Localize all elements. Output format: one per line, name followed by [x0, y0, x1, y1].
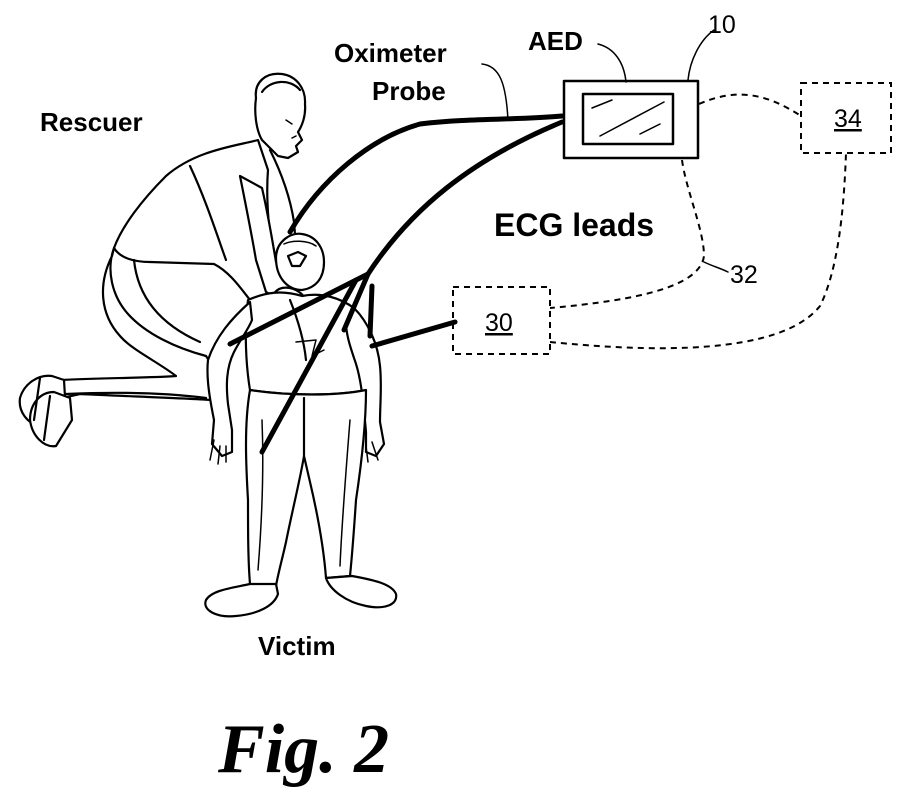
label-oximeter-line2: Probe: [372, 76, 446, 106]
label-oximeter-line1: Oximeter: [334, 38, 447, 68]
label-victim: Victim: [258, 631, 336, 661]
ref-numeral-10: 10: [708, 11, 736, 39]
label-aed: AED: [528, 26, 583, 56]
ref-numeral-30: 30: [485, 309, 513, 337]
leader-aed: [598, 44, 626, 82]
link-30-to-34: [550, 153, 846, 348]
link-aed-to-34: [699, 95, 801, 116]
label-ecg-leads: ECG leads: [494, 207, 654, 243]
label-rescuer: Rescuer: [40, 107, 143, 137]
leader-oximeter: [482, 64, 508, 120]
aed-device: [564, 81, 698, 158]
figure-caption: Fig. 2: [217, 711, 389, 788]
victim-figure: [205, 234, 396, 617]
ref-numeral-34: 34: [834, 105, 862, 133]
ref-numeral-32: 32: [730, 261, 758, 289]
leader-32: [704, 262, 728, 272]
